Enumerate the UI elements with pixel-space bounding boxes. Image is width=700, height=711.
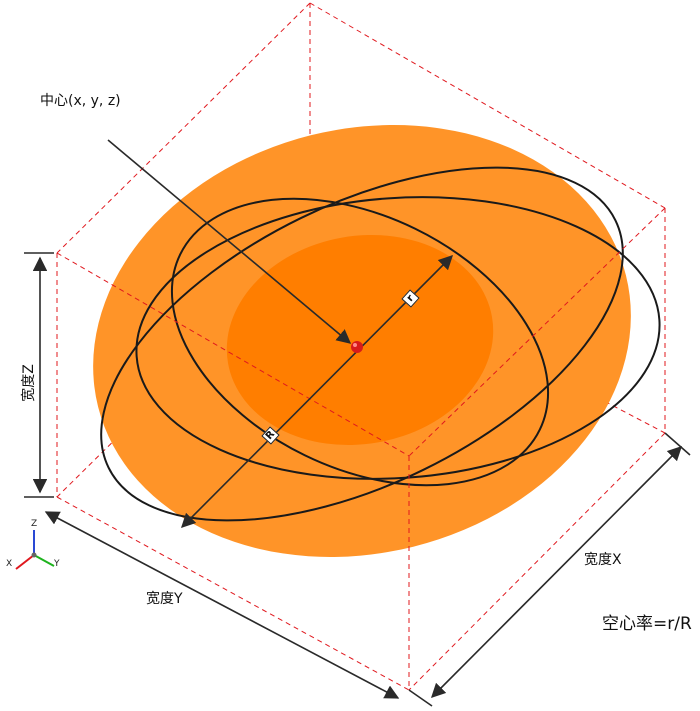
axis-y-label: Y xyxy=(54,559,60,569)
void-ratio-label: 空心率=r/R xyxy=(602,614,692,634)
center-pointer-line xyxy=(107,139,352,344)
center-point xyxy=(351,341,363,353)
width-z-label: 宽度Z xyxy=(20,364,37,402)
axis-x-label: X xyxy=(6,559,13,569)
axis-gizmo xyxy=(15,530,55,570)
axis-z-label: Z xyxy=(31,519,38,529)
width-x-dimension xyxy=(408,432,691,707)
width-y-dimension xyxy=(44,511,400,699)
width-y-label: 宽度Y xyxy=(146,591,183,607)
width-x-label: 宽度X xyxy=(584,552,622,568)
width-z-dimension xyxy=(24,252,54,498)
center-label: 中心(x, y, z) xyxy=(40,93,121,109)
